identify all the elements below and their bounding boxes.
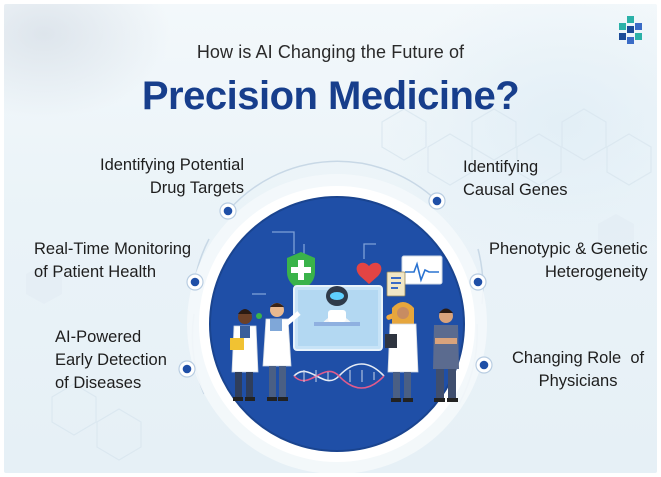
benefit-line: of Diseases bbox=[55, 374, 142, 392]
benefit-realtime-monitoring: Real-Time Monitoring of Patient Health bbox=[34, 238, 191, 284]
infographic: How is AI Changing the Future of Precisi… bbox=[4, 4, 657, 473]
doctor-figure-2 bbox=[262, 303, 301, 401]
cube-logo-icon bbox=[619, 16, 642, 44]
dot-realtime-monitoring-icon bbox=[186, 273, 204, 291]
benefit-line: Identifying Potential bbox=[100, 156, 245, 174]
dot-drug-targets-icon bbox=[219, 202, 237, 220]
page-title: Precision Medicine? bbox=[141, 74, 520, 118]
benefit-early-detection: AI-Powered Early Detection of Diseases bbox=[55, 326, 167, 395]
page-subtitle: How is AI Changing the Future of bbox=[196, 42, 465, 62]
benefit-line: Physicians bbox=[538, 372, 618, 390]
benefit-line: Causal Genes bbox=[463, 181, 568, 199]
hexagon-pattern-background bbox=[26, 108, 652, 461]
shield-plus-icon bbox=[287, 252, 315, 290]
clipboard-icon bbox=[386, 271, 406, 297]
benefit-line: Phenotypic & Genetic bbox=[489, 240, 648, 258]
ai-robot-screen bbox=[293, 285, 383, 351]
dot-early-detection-icon bbox=[178, 360, 196, 378]
heart-icon bbox=[356, 262, 382, 284]
benefit-line: Drug Targets bbox=[149, 179, 245, 197]
benefit-line: Identifying bbox=[463, 158, 539, 176]
benefit-line: Early Detection bbox=[55, 351, 167, 369]
connector-dots bbox=[178, 192, 493, 378]
doctor-figure-3 bbox=[385, 302, 419, 402]
doctor-figure-1 bbox=[230, 309, 259, 401]
central-illustration bbox=[178, 160, 493, 473]
benefit-heterogeneity: Phenotypic & Genetic Heterogeneity bbox=[489, 238, 648, 284]
benefit-line: Changing Role of bbox=[512, 349, 645, 367]
dot-causal-genes-icon bbox=[428, 192, 446, 210]
benefit-drug-targets: Identifying Potential Drug Targets bbox=[100, 154, 244, 200]
dna-helix-icon bbox=[293, 363, 385, 389]
benefit-line: of Patient Health bbox=[34, 263, 156, 281]
doctor-figure-4 bbox=[433, 308, 459, 402]
benefit-physicians-role: Changing Role of Physicians bbox=[512, 347, 644, 393]
benefit-line: Real-Time Monitoring bbox=[34, 240, 192, 258]
benefit-line: AI-Powered bbox=[55, 328, 142, 346]
benefit-causal-genes: Identifying Causal Genes bbox=[463, 156, 568, 202]
dot-physicians-icon bbox=[475, 356, 493, 374]
benefit-line: Heterogeneity bbox=[544, 263, 648, 281]
ecg-monitor-icon bbox=[401, 255, 443, 285]
dot-heterogeneity-icon bbox=[469, 273, 487, 291]
